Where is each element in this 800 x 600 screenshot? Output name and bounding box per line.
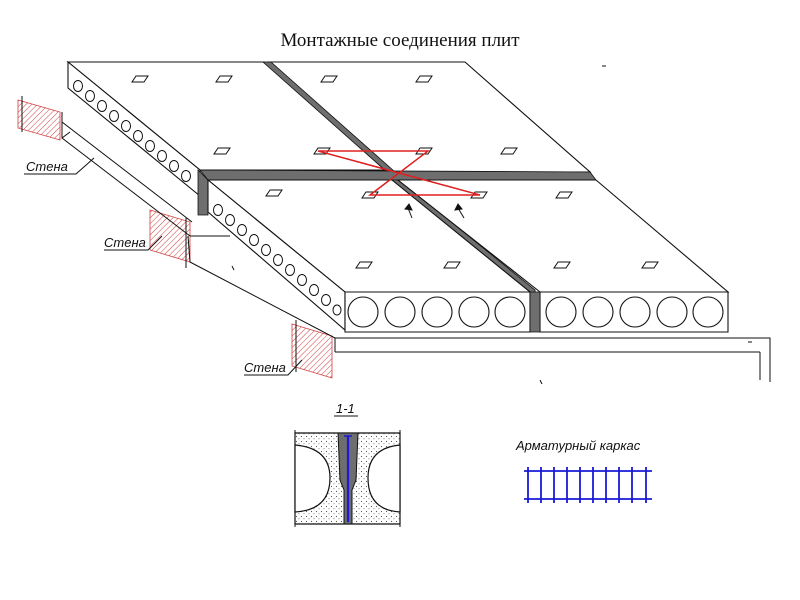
tie-arrows [404, 203, 465, 219]
tick-marks [231, 65, 752, 385]
wall-label-2: Стена [104, 235, 146, 250]
slab-bottom-left-side-cores [213, 204, 342, 316]
slide-title: Монтажные соединения плит [280, 30, 520, 51]
wall-label-1: Стена [26, 159, 68, 174]
wall-hatch-bottom [291, 320, 333, 379]
rebar-cage-label: Арматурный каркас [515, 438, 641, 453]
slab-bottom-left-front-cores [347, 296, 526, 328]
wall-lines [61, 112, 771, 382]
slab-bottom-right-front-cores [545, 296, 724, 328]
wall-hatch-top [17, 96, 61, 141]
section-1-1-detail [294, 430, 401, 527]
slab-top-left-cores [73, 80, 191, 182]
lifting-loops [131, 75, 659, 269]
wall-label-3: Стена [244, 360, 286, 375]
rebar-cage-drawing [524, 467, 652, 503]
section-label: 1-1 [336, 401, 355, 416]
leader-lines [24, 157, 303, 376]
front-joint [529, 291, 541, 333]
red-anchor-ties [317, 150, 481, 196]
wall-hatch-middle [149, 209, 191, 268]
transverse-joint [197, 169, 597, 216]
